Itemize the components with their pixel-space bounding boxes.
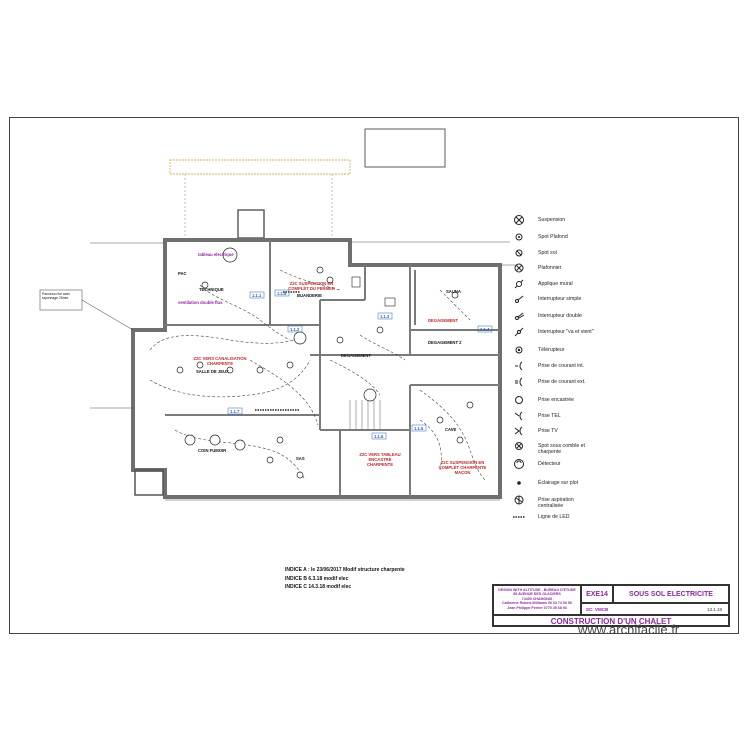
- terrace-box: [364, 128, 446, 168]
- note-salle: Z2C VERS CANALISATION CHARPENTE: [193, 356, 247, 366]
- legend-row: Plafonnier: [514, 263, 561, 273]
- circuit-tag-boxes: [227, 289, 493, 440]
- va-et-vient-icon: [514, 327, 524, 337]
- fixtures: [176, 247, 474, 479]
- legend-row: Détecteur: [514, 459, 561, 469]
- architect-cell: DESIGN WITH ALTITUDE - BUREAU D'ETUDE 89…: [493, 585, 581, 615]
- prise-encastree-icon: [515, 396, 523, 404]
- room-buanderie: BUANDERIE: [297, 293, 322, 298]
- indice-c: INDICE C 14.3.18 modif elec: [285, 584, 352, 590]
- room-degagement: DEGAGEMENT: [341, 353, 372, 358]
- legend-row: Prise TEL: [514, 411, 561, 421]
- note-sauna: DEGAGEMENT: [428, 318, 459, 323]
- circuit-tag: 1.1.5: [414, 426, 424, 431]
- room-tableau: tableau electrique: [198, 252, 234, 257]
- chimney: [237, 209, 265, 239]
- legend-row: Prise de courant int.: [515, 361, 584, 371]
- scale-cell: SC: VMCB 13.1.18: [581, 603, 729, 615]
- note-cave: Z2C SUSPENSION EN COMPLÉT CHARPENTE MAÇO…: [438, 460, 487, 475]
- watermark: www.archifacile.fr: [578, 622, 680, 637]
- prise-int-icon: [515, 361, 523, 371]
- note-buanderie: Z2C SUSPENSION EN COMPLÉT DU FERMER: [288, 281, 335, 291]
- code-cell: EXE14: [581, 585, 613, 603]
- circuit-tag: 1.1.4: [480, 327, 490, 332]
- legend-row: Prise de courant ext.: [515, 377, 586, 387]
- staircase: [349, 400, 381, 430]
- wall-note: Panneau rive avec rayonnage 25mm: [42, 292, 71, 300]
- circuit-tag: 1.1.7: [230, 409, 240, 414]
- detecteur-icon: [514, 459, 524, 469]
- interrupteur-double-icon: [515, 312, 525, 320]
- interior-walls: [165, 240, 500, 497]
- ligne-led-icon: [513, 516, 525, 518]
- room-degagement2: DEGAGEMENT 2: [428, 340, 462, 345]
- telerupteur-icon: [515, 346, 523, 354]
- indice-b: INDICE B 6.3.18 modif elec: [285, 576, 349, 582]
- wiring: [149, 269, 486, 481]
- drawing-title-cell: SOUS SOL ELECTRICITE: [613, 585, 729, 603]
- prise-aspiration-icon: [514, 495, 524, 505]
- legend-row: Spot sous comble et charpente: [515, 442, 598, 455]
- room-ventilation: ventilation double flux: [178, 300, 223, 305]
- plafonnier-icon: [514, 263, 524, 273]
- applique-icon: [514, 279, 524, 289]
- legend-row: Prise TV: [514, 426, 558, 436]
- terrace-outline: [169, 159, 351, 175]
- circuit-tag: 1.1.6: [374, 434, 384, 439]
- spot-comble-icon: [515, 442, 523, 450]
- room-salle-de-jeux: SALLE DE JEUX: [196, 369, 229, 374]
- toilet: [351, 276, 361, 288]
- note-sas: Z2C VERS TABLEAU ENCASTRÉ CHARPENTE: [359, 452, 401, 467]
- legend-row: Spot Plafond: [515, 233, 568, 241]
- legend-row: Suspension: [514, 215, 565, 225]
- room-cave: CAVE: [445, 427, 457, 432]
- legend-row: Interrupteur double: [515, 312, 582, 320]
- legend-row: Applique mural: [514, 279, 573, 289]
- room-pac: PAC: [178, 271, 187, 276]
- circuit-tag: 1.1.1: [252, 293, 262, 298]
- project-cell: CONSTRUCTION D'UN CHALET: [493, 615, 729, 626]
- sink: [384, 297, 396, 307]
- legend-row: Prise aspiration centralisée: [514, 495, 593, 509]
- legend-row: Télérupteur: [515, 346, 565, 354]
- legend-row: Interrupteur "va et vient": [514, 327, 594, 337]
- room-sauna: SAUNA: [446, 289, 461, 294]
- exterior-walls: [131, 238, 502, 499]
- circuit-tag: 1.1.3: [380, 314, 390, 319]
- prise-tv-icon: [514, 426, 523, 436]
- room-coin-fumoir: COIN FUMOIR: [198, 448, 227, 453]
- legend-row: Ligne de LED: [513, 514, 569, 520]
- eclairage-plot-icon: [517, 481, 521, 485]
- legend-row: Éclairage sur plot: [517, 480, 578, 486]
- room-sas: SAS: [296, 456, 305, 461]
- circuit-tag: 1.1.2: [290, 327, 300, 332]
- legend-row: Spot sol: [515, 249, 557, 257]
- prise-tel-icon: [514, 411, 523, 421]
- interrupteur-simple-icon: [515, 295, 524, 303]
- title-block: DESIGN WITH ALTITUDE - BUREAU D'ETUDE 89…: [492, 584, 730, 627]
- room-technique: TECHNIQUE: [199, 287, 224, 292]
- legend-row: Prise encastrée: [515, 396, 574, 404]
- led-lines: [255, 291, 300, 411]
- spot-sol-icon: [515, 249, 523, 257]
- circuit-tag: 1.1.8: [277, 291, 287, 296]
- spot-plafond-icon: [515, 233, 523, 241]
- suspension-icon: [514, 215, 524, 225]
- legend-row: Interrupteur simple: [515, 295, 581, 303]
- indice-a: INDICE A : le 23/06/2017 Modif structure…: [285, 567, 405, 573]
- prise-ext-icon: [515, 377, 523, 387]
- drawing-sheet: [9, 117, 739, 634]
